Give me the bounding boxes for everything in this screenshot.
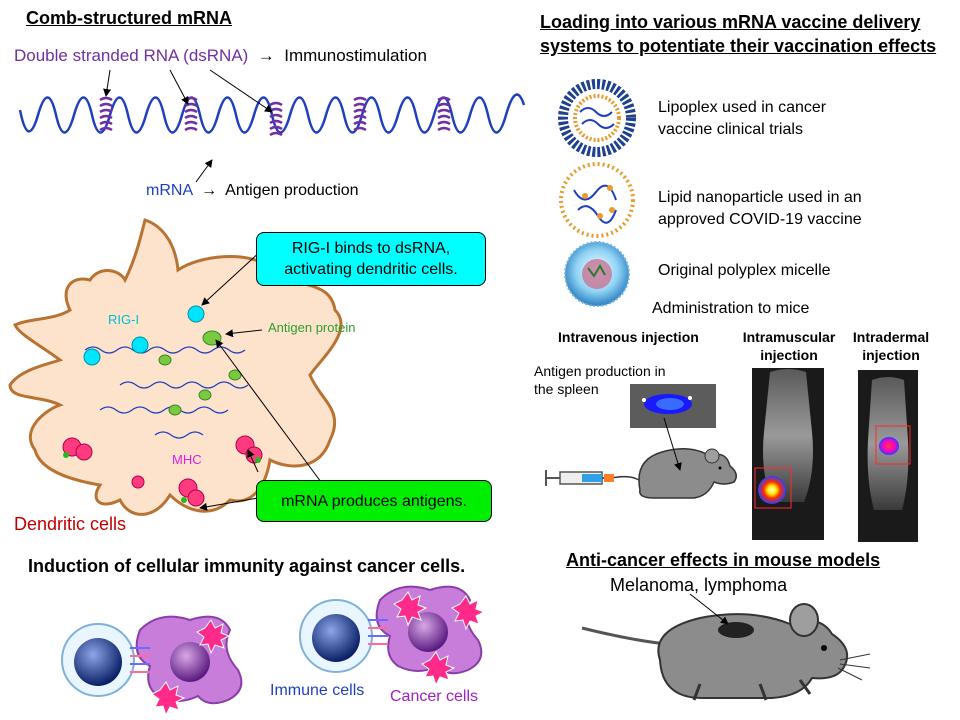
mrna-legend: mRNA → Antigen production (146, 182, 359, 200)
dendritic-cells-label: Dendritic cells (14, 514, 127, 534)
injected-mouse-icon (638, 448, 737, 499)
tumor-mouse-icon (581, 603, 871, 701)
arrow-right-icon: → (196, 182, 222, 199)
lipid-nanoparticle-label: Lipid nanoparticle used in an approved C… (658, 189, 862, 228)
route-intravenous: Intravenous injection (558, 329, 699, 345)
cytotoxic-burst-icons-right (393, 591, 486, 687)
route-intradermal: Intradermal injection (852, 329, 930, 363)
spleen-label: Antigen production in the spleen (534, 363, 666, 397)
tumor-models-label: Melanoma, lymphoma (610, 575, 788, 595)
dsrna-label: Double stranded RNA (dsRNA) (14, 46, 249, 65)
cancer-cells-label: Cancer cells (390, 688, 479, 705)
dendritic-pointer-arrows (199, 249, 339, 511)
mrna-label: mRNA (146, 182, 193, 199)
delivery-title: Loading into various mRNA vaccine delive… (540, 12, 937, 56)
cytotoxic-burst-icons-left (151, 619, 231, 717)
intramuscular-mouse-image (752, 368, 824, 540)
intradermal-mouse-image (858, 370, 918, 542)
mrna-effect: Antigen production (225, 182, 359, 199)
spleen-bioluminescence-image (630, 384, 716, 428)
immune-cell-left (61, 623, 135, 697)
lipoplex-label: Lipoplex used in cancer vaccine clinical… (658, 99, 827, 138)
rig-i-label: RIG-I (108, 312, 140, 327)
arrow-right-icon: → (253, 46, 280, 65)
anticancer-title: Anti-cancer effects in mouse models (566, 550, 881, 570)
syringe-icon (545, 470, 643, 486)
cytoplasmic-mrna-strands (84, 346, 249, 439)
immunity-title: Induction of cellular immunity against c… (28, 556, 466, 576)
tumor-pointer-arrow (689, 593, 729, 625)
antigen-protein-label: Antigen protein (268, 320, 356, 335)
administration-title: Administration to mice (652, 300, 810, 317)
lipoplex-icon (558, 79, 636, 157)
polyplex-micelle-label: Original polyplex micelle (658, 262, 831, 279)
callout-mrna-antigen: mRNA produces antigens. (256, 480, 492, 522)
immune-cells-label: Immune cells (270, 682, 365, 699)
dsrna-pointer-arrows (103, 69, 273, 183)
mhc-label: MHC (172, 452, 202, 467)
callout-rig-i: RIG-I binds to dsRNA, activating dendrit… (256, 232, 486, 286)
dsrna-helices (99, 96, 451, 137)
route-intramuscular: Intramuscular injection (742, 329, 836, 363)
dsrna-legend: Double stranded RNA (dsRNA) → Immunostim… (14, 46, 427, 66)
comb-mrna-title: Comb-structured mRNA (26, 8, 233, 28)
lipid-nanoparticle-icon (559, 162, 635, 238)
spleen-pointer-arrow (663, 417, 682, 471)
tcr-mhc-bridge-left (130, 647, 150, 673)
rig-i-receptors (83, 305, 205, 366)
polyplex-micelle-icon (564, 241, 630, 307)
tcr-mhc-bridge-right (368, 619, 388, 645)
immune-cell-right (299, 599, 373, 673)
dendritic-cell-body (8, 218, 343, 516)
dsrna-effect: Immunostimulation (284, 46, 427, 65)
cancer-cell-left (135, 615, 243, 705)
